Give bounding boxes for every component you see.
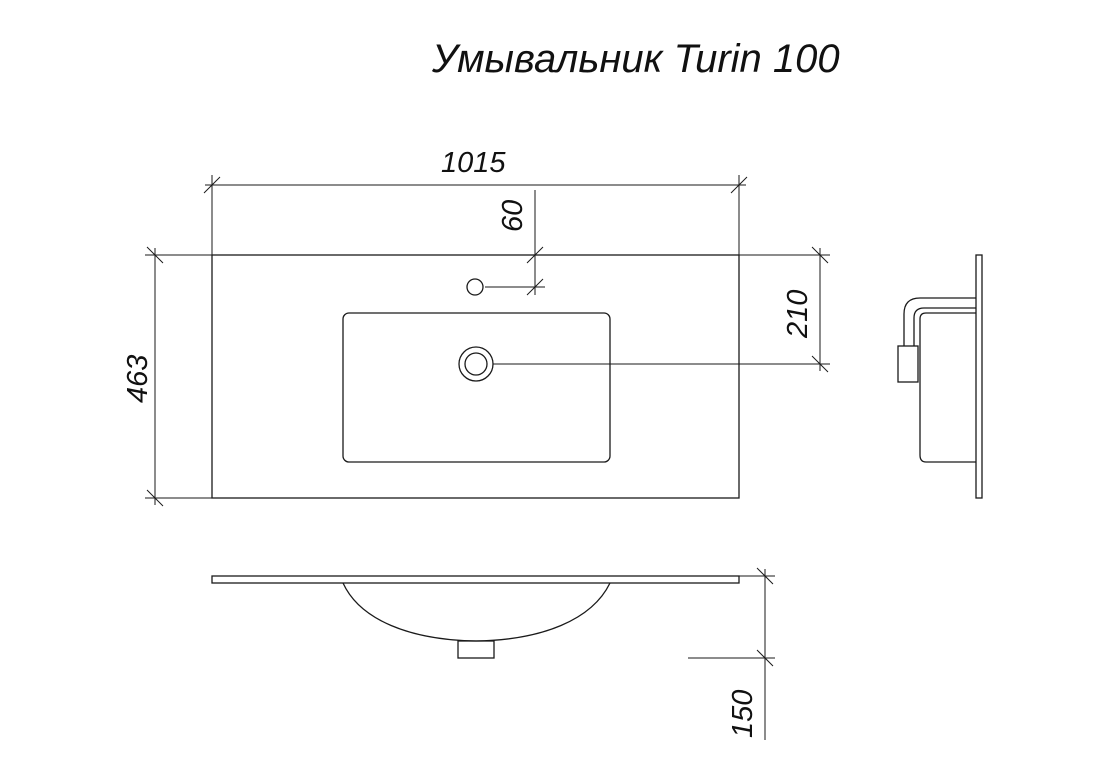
dimension-height: 150 [688, 567, 775, 740]
side-view [897, 254, 983, 499]
dimension-depth-label: 463 [122, 355, 154, 403]
tap-hole [466, 278, 484, 296]
drain-outer [458, 346, 494, 382]
side-bowl [919, 312, 976, 463]
side-pipe-outer [903, 297, 976, 346]
dimension-drain-label: 210 [782, 290, 814, 339]
front-bowl [342, 582, 611, 642]
dimension-width-label: 1015 [441, 147, 506, 179]
side-slab [975, 254, 983, 499]
top-view [211, 254, 740, 499]
dimension-depth: 463 [122, 246, 212, 507]
side-pipe-inner [913, 307, 976, 346]
drawing-title: Умывальник Turin 100 [431, 37, 840, 81]
dimension-drain: 210 [493, 246, 830, 373]
dimension-tap-hole-label: 60 [497, 200, 529, 232]
basin-outline [342, 312, 611, 463]
drain-inner [464, 352, 488, 376]
dimension-width: 1015 [203, 147, 748, 255]
dimension-tap-hole: 60 [485, 190, 545, 296]
front-outlet [457, 640, 495, 659]
side-outlet [897, 345, 919, 383]
front-countertop [211, 575, 740, 584]
dimension-height-label: 150 [727, 690, 759, 738]
countertop-outline [211, 254, 740, 499]
front-view [211, 575, 740, 659]
